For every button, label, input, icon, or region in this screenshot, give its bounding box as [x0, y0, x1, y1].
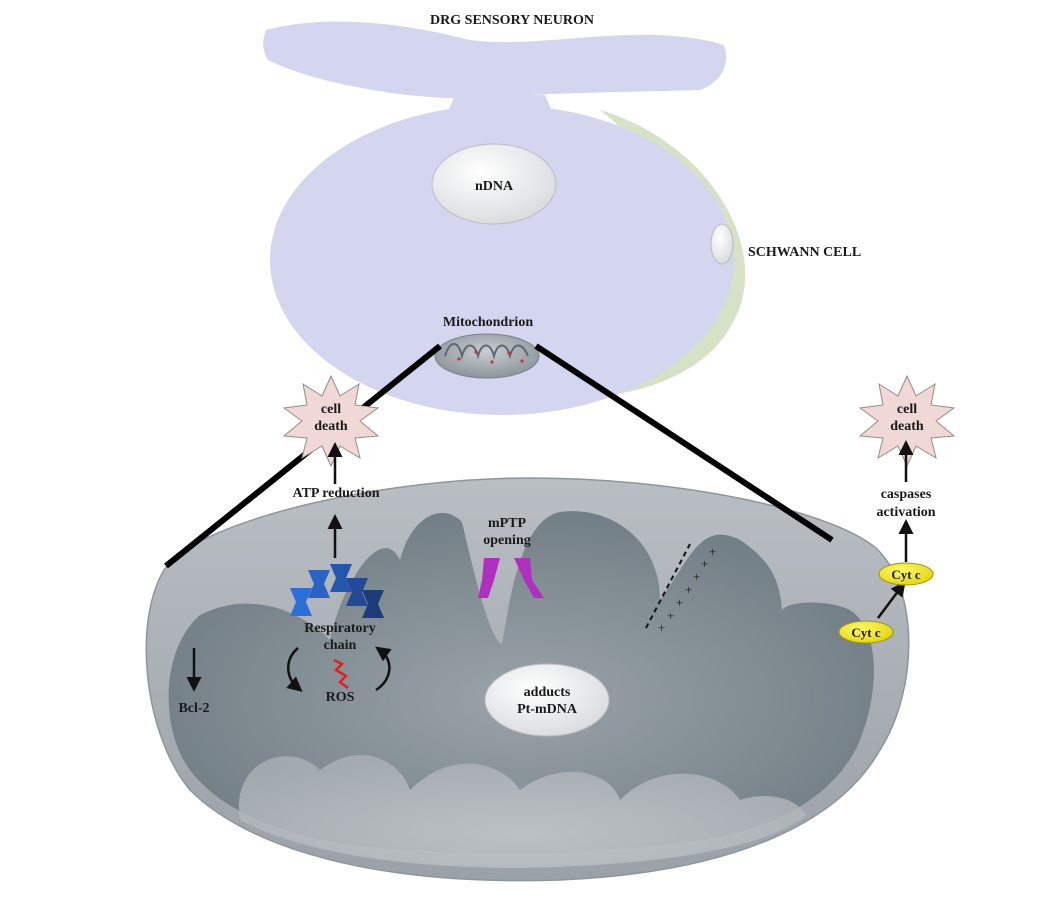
svg-text:+: + — [676, 595, 683, 610]
mitochondrion-label: Mitochondrion — [443, 315, 533, 330]
adducts-label-line2: Pt-mDNA — [517, 702, 578, 717]
arrow-cycle-right — [375, 646, 392, 692]
svg-text:+: + — [709, 544, 716, 559]
diagram-title: DRG SENSORY NEURON — [430, 13, 594, 28]
svg-text:+: + — [685, 582, 692, 597]
membrane-plus-signs: + + + + + + + — [658, 544, 716, 635]
schwann-nucleus — [710, 223, 734, 265]
cytc-lower-label: Cyt c — [851, 625, 880, 640]
adducts-label-line1: adducts — [524, 685, 571, 700]
mptp-label-line2: opening — [483, 533, 530, 548]
svg-text:+: + — [701, 556, 708, 571]
arrow-cytc-release — [877, 581, 906, 619]
mptp-label-line1: mPTP — [488, 516, 527, 531]
zoom-line-right — [534, 343, 834, 543]
arrow-cycle-left — [286, 647, 303, 692]
caspases-label-line1: caspases — [881, 487, 932, 502]
cytc-upper-oval — [878, 562, 934, 586]
caspases-label-line2: activation — [876, 505, 935, 520]
respiratory-chain — [290, 564, 384, 618]
adducts-oval — [484, 663, 610, 737]
cell-death-left-line2: death — [314, 419, 348, 434]
atp-reduction-label: ATP reduction — [293, 486, 380, 501]
small-mitochondrion — [434, 333, 540, 379]
schwann-cell-label: SCHWANN CELL — [748, 245, 861, 260]
neuron-soma — [270, 105, 734, 415]
mito-inner-space — [238, 755, 806, 868]
svg-text:+: + — [658, 620, 665, 635]
respiratory-chain-label-line2: chain — [324, 638, 357, 653]
svg-text:+: + — [667, 608, 674, 623]
cell-death-left-line1: cell — [321, 402, 341, 417]
respiratory-chain-label-line1: Respiratory — [304, 621, 376, 636]
cell-death-right-line1: cell — [897, 402, 917, 417]
cytc-lower-oval — [838, 620, 894, 644]
ros-label: ROS — [326, 690, 355, 705]
cytc-upper-label: Cyt c — [891, 567, 920, 582]
ros-lightning-icon — [333, 658, 349, 689]
bcl2-label: Bcl-2 — [178, 701, 209, 716]
ndna-label: nDNA — [475, 179, 514, 194]
svg-text:+: + — [693, 569, 700, 584]
ndna-nucleus — [431, 143, 557, 225]
mptp-channel — [478, 558, 544, 598]
cell-death-starburst-left — [282, 374, 380, 468]
neuron-axon — [263, 21, 727, 99]
membrane-dashed-line — [645, 543, 691, 629]
cell-death-right-line2: death — [890, 419, 924, 434]
